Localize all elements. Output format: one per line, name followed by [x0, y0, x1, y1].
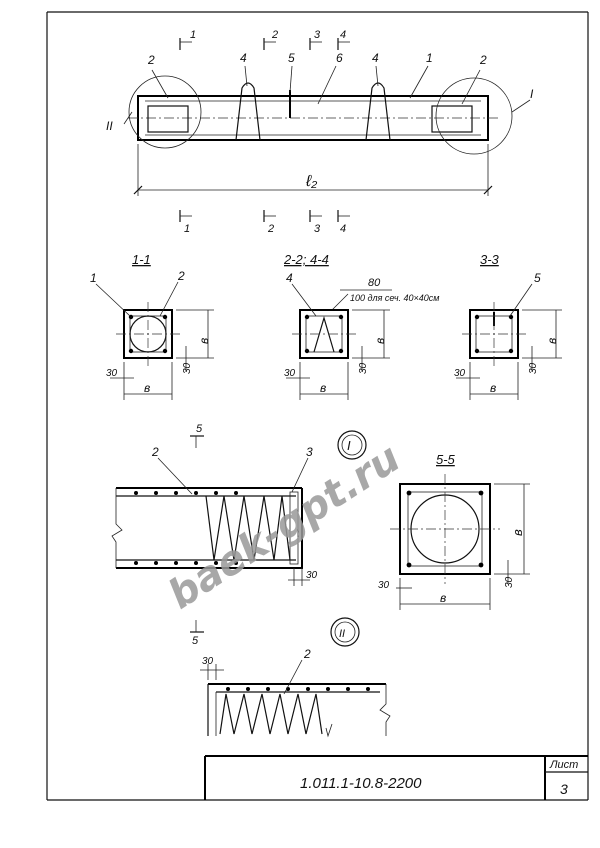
section-2-2-note: 100 для сеч. 40×40см — [350, 293, 439, 303]
svg-text:3: 3 — [314, 223, 321, 235]
svg-text:в: в — [373, 338, 387, 344]
section-2-2: 2-2; 4-4 80 100 для сеч. 40×40см 4 в 30 … — [283, 252, 439, 400]
svg-text:1: 1 — [90, 271, 97, 285]
detail-II: II 2 30 — [200, 617, 391, 738]
svg-text:1: 1 — [184, 223, 190, 235]
section-3-3: 3-3 5 в 30 в 30 — [454, 252, 562, 400]
callout-4-right: 4 — [372, 51, 379, 65]
right-end-plate — [431, 105, 473, 133]
detail-I-label: I — [530, 87, 534, 101]
svg-text:30: 30 — [454, 368, 466, 379]
callout-5: 5 — [288, 51, 295, 65]
section-2-2-note-value: 80 — [368, 277, 381, 289]
svg-text:4: 4 — [340, 223, 346, 235]
callout-2-right: 2 — [479, 53, 487, 67]
detail-II-circle — [128, 75, 202, 149]
svg-text:30: 30 — [306, 570, 318, 581]
svg-text:2: 2 — [151, 445, 159, 459]
sheet-number: 3 — [560, 781, 568, 797]
svg-text:в: в — [490, 381, 496, 395]
svg-text:3: 3 — [306, 445, 313, 459]
detail-I-spiral — [205, 495, 291, 561]
drawing-code: 1.011.1-10.8-2200 — [300, 775, 422, 792]
svg-text:4: 4 — [340, 29, 346, 41]
callout-6: 6 — [336, 51, 343, 65]
section-3-3-title: 3-3 — [480, 252, 500, 267]
callout-2-left: 2 — [147, 53, 155, 67]
svg-text:в: в — [510, 529, 525, 536]
left-end-plate — [147, 105, 189, 133]
section-1-1-title: 1-1 — [132, 252, 151, 267]
detail-I-circle — [435, 77, 513, 155]
svg-text:30: 30 — [284, 368, 296, 379]
svg-text:2: 2 — [271, 29, 278, 41]
detail-I: I 5 5 2 3 30 — [111, 423, 367, 647]
svg-text:2: 2 — [177, 269, 185, 283]
callout-1: 1 — [426, 51, 433, 65]
sheet-label: Лист — [549, 759, 578, 771]
svg-text:5: 5 — [192, 635, 199, 647]
watermark: baek-gpt.ru — [160, 435, 408, 618]
svg-text:2: 2 — [267, 223, 274, 235]
svg-text:30: 30 — [202, 656, 214, 667]
title-block: 1.011.1-10.8-2200 Лист 3 — [204, 755, 588, 800]
section-5-5-title: 5-5 — [436, 452, 456, 467]
section-2-2-title: 2-2; 4-4 — [283, 252, 329, 267]
detail-II-marker: II — [339, 628, 345, 640]
cut-markers-top: 1 2 3 4 — [179, 29, 350, 50]
svg-text:в: в — [197, 338, 211, 344]
callout-4-left: 4 — [240, 51, 247, 65]
svg-text:5: 5 — [196, 423, 203, 435]
svg-text:30: 30 — [528, 362, 539, 374]
detail-I-marker: I — [347, 438, 351, 453]
svg-text:3: 3 — [314, 29, 321, 41]
lifting-loop-right — [365, 82, 391, 141]
svg-text:5: 5 — [534, 271, 541, 285]
section-5-5: 5-5 в 30 в 30 — [378, 452, 530, 610]
svg-text:в: в — [440, 591, 446, 605]
svg-text:30: 30 — [504, 576, 515, 588]
section-1-1: 1-1 1 2 в 30 в 30 — [90, 252, 214, 400]
svg-text:30: 30 — [358, 362, 369, 374]
section-2-2-loop — [313, 315, 335, 353]
length-label: ℓ₂ — [305, 173, 317, 190]
svg-text:4: 4 — [286, 271, 293, 285]
svg-text:2: 2 — [303, 647, 311, 661]
svg-text:30: 30 — [106, 368, 118, 379]
svg-text:в: в — [144, 381, 150, 395]
svg-text:30: 30 — [378, 580, 390, 591]
detail-II-label: II — [106, 119, 113, 133]
cut-markers-bottom: 1 2 3 4 — [179, 210, 350, 235]
beam-elevation: 2 4 5 6 4 1 2 I II ℓ₂ 1 2 3 4 1 — [106, 29, 534, 235]
svg-text:30: 30 — [182, 362, 193, 374]
svg-text:1: 1 — [190, 29, 196, 41]
svg-text:в: в — [320, 381, 326, 395]
svg-text:в: в — [545, 338, 559, 344]
detail-II-spiral — [219, 693, 323, 735]
lifting-loop-left — [235, 82, 261, 141]
